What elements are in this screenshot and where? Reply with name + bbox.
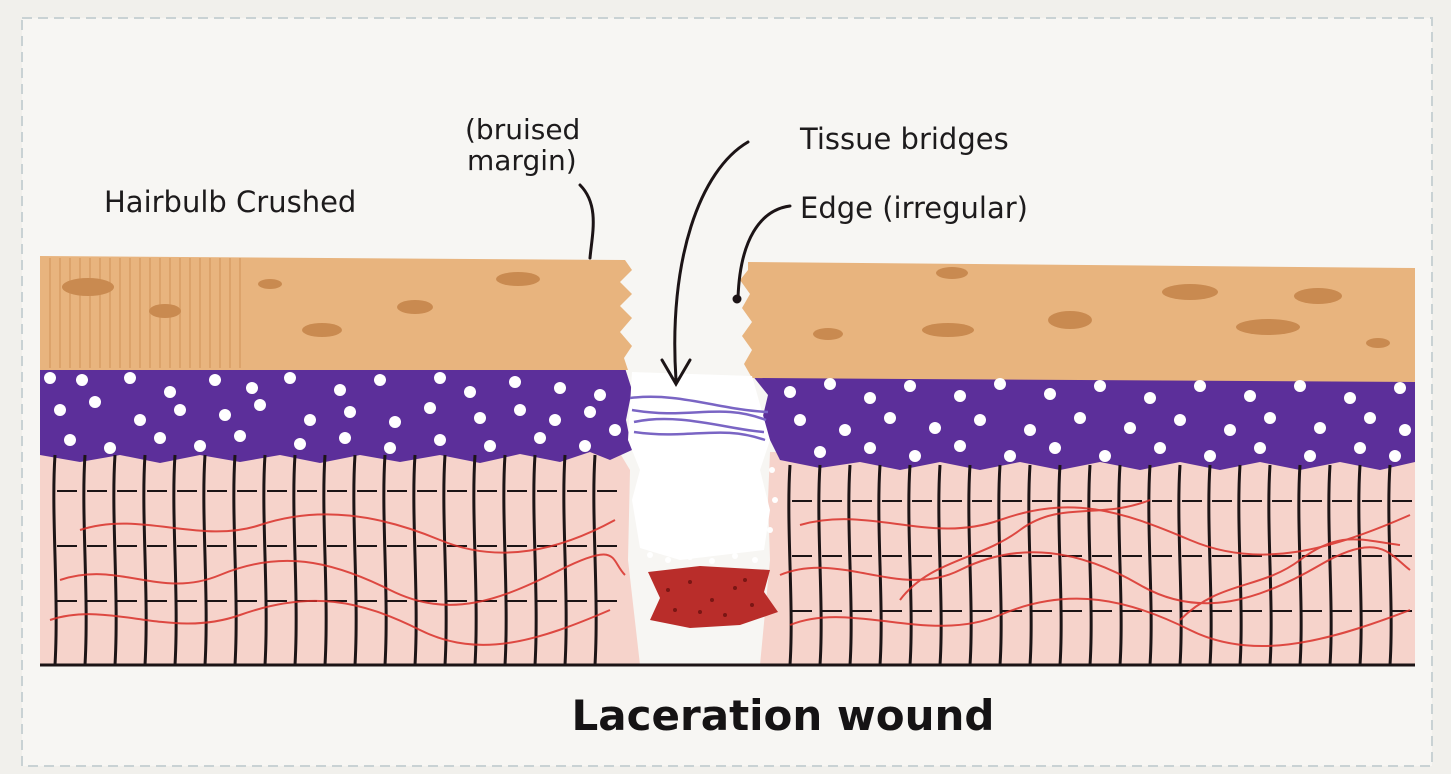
dermis-cell: [384, 442, 396, 454]
dermis-cell: [1124, 422, 1136, 434]
dermis-cell: [234, 430, 246, 442]
dermis-cell: [554, 382, 566, 394]
dermis-cell: [579, 440, 591, 452]
dermis-cell: [1364, 412, 1376, 424]
dermis-cell: [929, 422, 941, 434]
dermis-cell: [794, 414, 806, 426]
dermis-cell: [824, 378, 836, 390]
dermis-cell: [1344, 392, 1356, 404]
hairbulb-label: Hairbulb Crushed: [104, 185, 356, 219]
dermis-cell: [1394, 382, 1406, 394]
dermis-cell: [44, 372, 56, 384]
dermis-cell: [1024, 424, 1036, 436]
dermis-cell: [434, 372, 446, 384]
dermis-cell: [594, 389, 606, 401]
dermis-cell: [1314, 422, 1326, 434]
dermis-cell: [954, 390, 966, 402]
dermis-cell: [484, 440, 496, 452]
edge-pointer-dot: [734, 296, 740, 302]
dermis-cell: [89, 396, 101, 408]
dermis-cell: [464, 386, 476, 398]
dermis-cell: [374, 374, 386, 386]
dermis-cell: [1144, 392, 1156, 404]
dermis-cell: [1204, 450, 1216, 462]
dermis-cell: [389, 416, 401, 428]
dermis-cell: [54, 404, 66, 416]
dermis-cell: [1194, 380, 1206, 392]
dermis-cell: [304, 414, 316, 426]
dermis-cell: [954, 440, 966, 452]
dermis-cell: [1304, 450, 1316, 462]
dermis-cell: [254, 399, 266, 411]
dermis-cell: [124, 372, 136, 384]
dermis-cell: [784, 386, 796, 398]
dermis-cell: [609, 424, 621, 436]
dermis-cell: [1399, 424, 1411, 436]
dermis-cell: [1174, 414, 1186, 426]
tissue-bridges-label: Tissue bridges: [799, 122, 1009, 156]
edge-irregular-label: Edge (irregular): [800, 191, 1028, 225]
dermis-cell: [424, 402, 436, 414]
dermis-cell: [1074, 412, 1086, 424]
dermis-cell: [64, 434, 76, 446]
dermis-cell: [839, 424, 851, 436]
dermis-cell: [514, 404, 526, 416]
dermis-cell: [294, 438, 306, 450]
dermis-cell: [194, 440, 206, 452]
dermis-cell: [534, 432, 546, 444]
dermis-cell: [509, 376, 521, 388]
dermis-cell: [209, 374, 221, 386]
bruised-margin-label-line2: margin): [467, 144, 577, 177]
dermis-cell: [974, 414, 986, 426]
left-epidermis-layer: [40, 256, 632, 370]
dermis-cell: [154, 432, 166, 444]
dermis-cell: [344, 406, 356, 418]
figure-title: Laceration wound: [572, 691, 995, 740]
dermis-cell: [1254, 442, 1266, 454]
dermis-cell: [339, 432, 351, 444]
dermis-cell: [219, 409, 231, 421]
dermis-cell: [76, 374, 88, 386]
dermis-cell: [1244, 390, 1256, 402]
dermis-cell: [174, 404, 186, 416]
dermis-cell: [1094, 380, 1106, 392]
dermis-cell: [904, 380, 916, 392]
dermis-cell: [994, 378, 1006, 390]
dermis-cell: [284, 372, 296, 384]
dermis-cell: [549, 414, 561, 426]
right-subcutis-layer: [760, 452, 1415, 665]
dermis-cell: [864, 392, 876, 404]
dermis-cell: [1049, 442, 1061, 454]
dermis-cell: [1154, 442, 1166, 454]
dermis-cell: [909, 450, 921, 462]
dermis-cell: [1389, 450, 1401, 462]
dermis-cell: [1044, 388, 1056, 400]
dermis-cell: [474, 412, 486, 424]
dermis-cell: [1354, 442, 1366, 454]
bruised-margin-label-line1: (bruised: [465, 113, 580, 146]
dermis-cell: [164, 386, 176, 398]
dermis-cell: [1294, 380, 1306, 392]
dermis-cell: [864, 442, 876, 454]
dermis-cell: [104, 442, 116, 454]
dermis-cell: [1004, 450, 1016, 462]
dermis-cell: [334, 384, 346, 396]
dermis-cell: [884, 412, 896, 424]
dermis-cell: [1264, 412, 1276, 424]
dermis-cell: [434, 434, 446, 446]
dermis-cell: [814, 446, 826, 458]
dermis-cell: [1224, 424, 1236, 436]
dermis-cell: [1099, 450, 1111, 462]
dermis-cell: [246, 382, 258, 394]
dermis-cell: [584, 406, 596, 418]
dermis-cell: [134, 414, 146, 426]
wound-cavity: [628, 372, 770, 560]
